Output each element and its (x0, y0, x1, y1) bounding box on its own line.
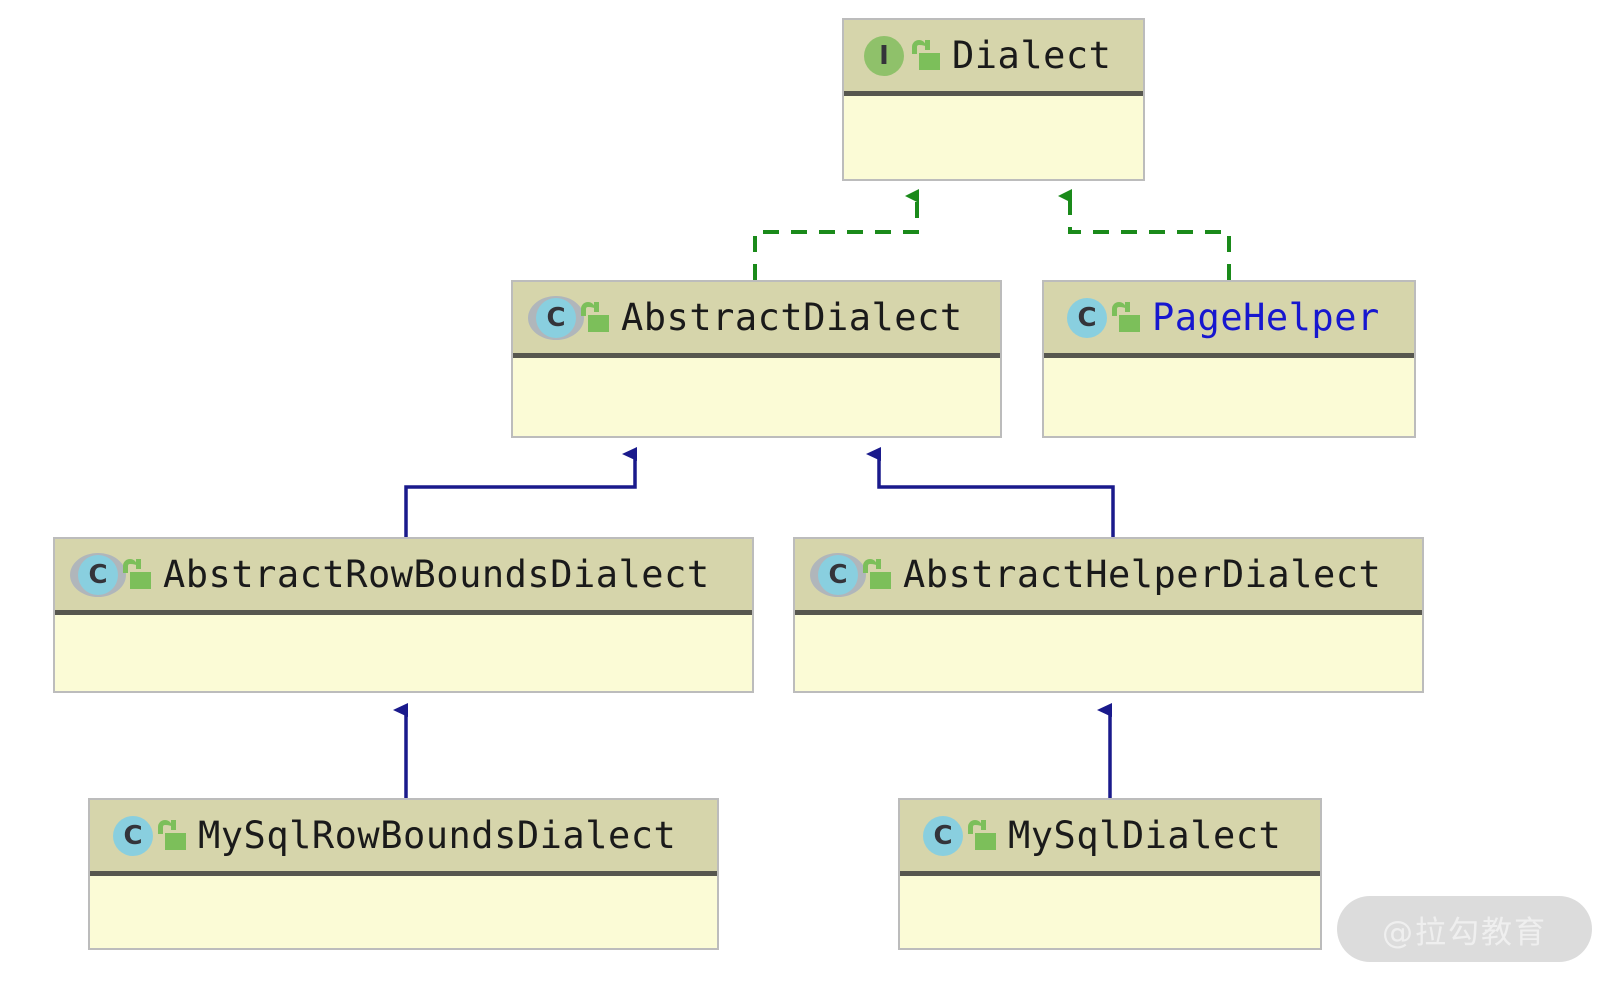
class-letter: C (818, 554, 858, 595)
uml-node-page-helper[interactable]: C PageHelper (1042, 280, 1416, 438)
uml-node-mysql-rowbounds-dialect[interactable]: C MySqlRowBoundsDialect (88, 798, 719, 950)
abstract-class-stereotype-icon: C (69, 552, 126, 598)
edge-realization-abstractdialect-dialect (753, 189, 919, 280)
uml-node-abstract-rowbounds-dialect[interactable]: C AbstractRowBoundsDialect (53, 537, 754, 693)
uml-node-abstract-dialect[interactable]: C AbstractDialect (511, 280, 1002, 438)
edge-generalization-abstracthelper-abstractdialect (866, 447, 1115, 537)
uml-node-dialect[interactable]: I Dialect (842, 18, 1145, 181)
uml-node-header: C AbstractDialect (513, 282, 1000, 358)
uml-node-header: C MySqlDialect (900, 800, 1320, 876)
uml-node-members (513, 358, 1000, 435)
uml-node-mysql-dialect[interactable]: C MySqlDialect (898, 798, 1322, 950)
abstract-class-stereotype-icon: C (809, 552, 866, 598)
uml-node-abstract-helper-dialect[interactable]: C AbstractHelperDialect (793, 537, 1424, 693)
unlocked-padlock-icon (859, 555, 893, 595)
unlocked-padlock-icon (119, 555, 153, 595)
uml-node-members (55, 615, 752, 690)
uml-node-header: C AbstractRowBoundsDialect (55, 539, 752, 615)
unlocked-padlock-icon (577, 298, 611, 338)
uml-node-members (1044, 358, 1414, 435)
abstract-class-stereotype-icon: C (527, 295, 584, 341)
uml-node-title: AbstractRowBoundsDialect (163, 553, 710, 596)
class-letter: C (1067, 297, 1107, 338)
watermark: @拉勾教育 (1337, 896, 1592, 962)
unlocked-padlock-icon (964, 816, 998, 856)
uml-node-title: AbstractDialect (621, 296, 963, 339)
uml-node-members (90, 876, 717, 947)
class-letter: C (78, 554, 118, 595)
uml-node-members (844, 96, 1143, 178)
uml-node-header: I Dialect (844, 20, 1143, 96)
uml-node-members (795, 615, 1422, 690)
class-stereotype-icon: C (1058, 295, 1107, 341)
uml-node-title: MySqlRowBoundsDialect (198, 814, 677, 857)
class-stereotype-icon: C (914, 813, 963, 859)
interface-letter: I (864, 35, 904, 76)
interface-stereotype-icon: I (858, 33, 904, 79)
class-letter: C (536, 297, 576, 338)
unlocked-padlock-icon (154, 816, 188, 856)
uml-node-header: C MySqlRowBoundsDialect (90, 800, 717, 876)
class-letter: C (113, 815, 153, 856)
uml-node-header: C PageHelper (1044, 282, 1414, 358)
watermark-text: @拉勾教育 (1382, 914, 1547, 951)
uml-node-title: MySqlDialect (1008, 814, 1282, 857)
uml-node-title: AbstractHelperDialect (903, 553, 1382, 596)
class-stereotype-icon: C (104, 813, 153, 859)
uml-node-header: C AbstractHelperDialect (795, 539, 1422, 615)
edge-realization-pagehelper-dialect (1058, 189, 1231, 280)
class-letter: C (923, 815, 963, 856)
unlocked-padlock-icon (908, 36, 942, 76)
unlocked-padlock-icon (1108, 298, 1142, 338)
uml-node-title[interactable]: PageHelper (1152, 296, 1380, 339)
uml-node-title: Dialect (952, 34, 1112, 77)
edge-generalization-abstractrowbounds-abstractdialect (404, 447, 637, 537)
uml-node-members (900, 876, 1320, 947)
